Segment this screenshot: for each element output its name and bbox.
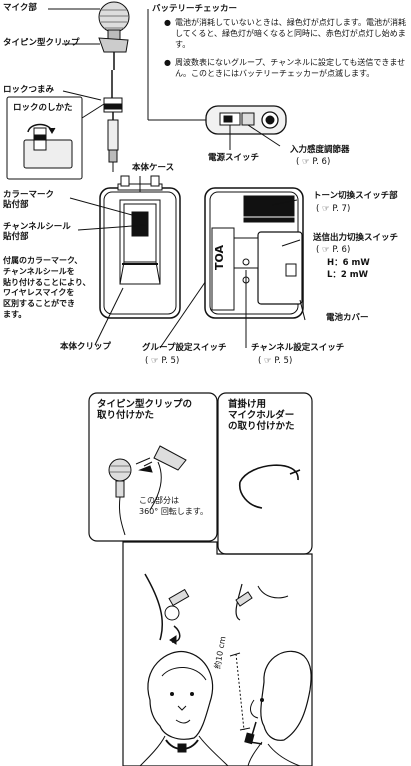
lock-how-label: ロックのしかた — [13, 103, 73, 113]
transmitter-back-illustration — [204, 187, 304, 319]
accessory-note: 付属のカラーマーク、 チャンネルシールを 貼り付けることにより、 ワイヤレスマイ… — [3, 256, 91, 319]
neck-holder-illustration — [238, 464, 301, 509]
tx-power-label: 送信出力切換スイッチ — [313, 233, 399, 243]
battery-note-1: ● 電池が消耗していないときは、緑色灯が点灯します。電池が消耗してくると、緑色灯… — [164, 18, 406, 49]
battery-note-2: ● 周波数表にないグループ、チャンネルに設定しても送信できません。このときにはバ… — [164, 58, 406, 78]
power-switch-label: 電源スイッチ — [208, 153, 260, 163]
channel-switch-label: チャンネル設定スイッチ — [251, 343, 345, 353]
color-mark-label: カラーマーク 貼付部 — [3, 190, 55, 210]
bullet-icon: ● — [164, 58, 171, 67]
transmitter-front-illustration — [99, 175, 181, 319]
tie-clip-illustration — [98, 37, 129, 53]
clip-attach-title: タイピン型クリップの 取り付けかた — [97, 399, 193, 421]
battery-cover-label: 電池カバー — [326, 313, 369, 323]
neck-holder-title: 首掛け用 マイクホルダー の取り付けかた — [228, 399, 295, 432]
body-case-label: 本体ケース — [132, 163, 175, 173]
lock-how-illustration — [23, 123, 73, 169]
lock-knob-label: ロックつまみ — [3, 85, 55, 95]
channel-seal-label: チャンネルシール 貼付部 — [3, 222, 71, 242]
rotate-note: この部分は 360° 回転します。 — [139, 496, 209, 516]
mic-label: マイク部 — [3, 3, 37, 13]
neck-holder-usage-box — [122, 541, 313, 766]
tone-switch-ref[interactable]: ( ☞ P. 7) — [316, 204, 351, 214]
woman-front-illustration — [139, 650, 229, 766]
holder-attach-illustration — [144, 573, 289, 645]
group-switch-label: グループ設定スイッチ — [142, 343, 227, 353]
group-switch-ref[interactable]: ( ☞ P. 5) — [145, 356, 180, 366]
channel-switch-ref[interactable]: ( ☞ P. 5) — [258, 356, 293, 366]
tx-power-l: L：2 mW — [327, 270, 369, 280]
tx-power-ref[interactable]: ( ☞ P. 6) — [316, 245, 351, 255]
input-level-ref[interactable]: ( ☞ P. 6) — [296, 157, 331, 167]
battery-checker-label: バッテリーチェッカー — [152, 4, 238, 14]
tie-clip-label: タイピン型クリップ — [3, 38, 80, 48]
clip-attach-box — [88, 392, 218, 542]
bullet-icon: ● — [164, 18, 171, 27]
tx-power-h: H：6 mW — [327, 258, 370, 268]
tone-switch-label: トーン切換スイッチ部 — [313, 191, 398, 201]
brand-logo: TOA — [213, 244, 226, 270]
lock-how-box — [6, 96, 83, 180]
transmitter-top-illustration — [205, 105, 287, 135]
clip-attach-illustration — [108, 445, 187, 536]
body-clip-label: 本体クリップ — [60, 342, 112, 352]
lock-knob-illustration — [103, 97, 123, 113]
mic-head-illustration — [98, 1, 130, 41]
input-level-label: 入力感度調節器 — [290, 145, 350, 155]
woman-profile-illustration — [229, 650, 312, 766]
